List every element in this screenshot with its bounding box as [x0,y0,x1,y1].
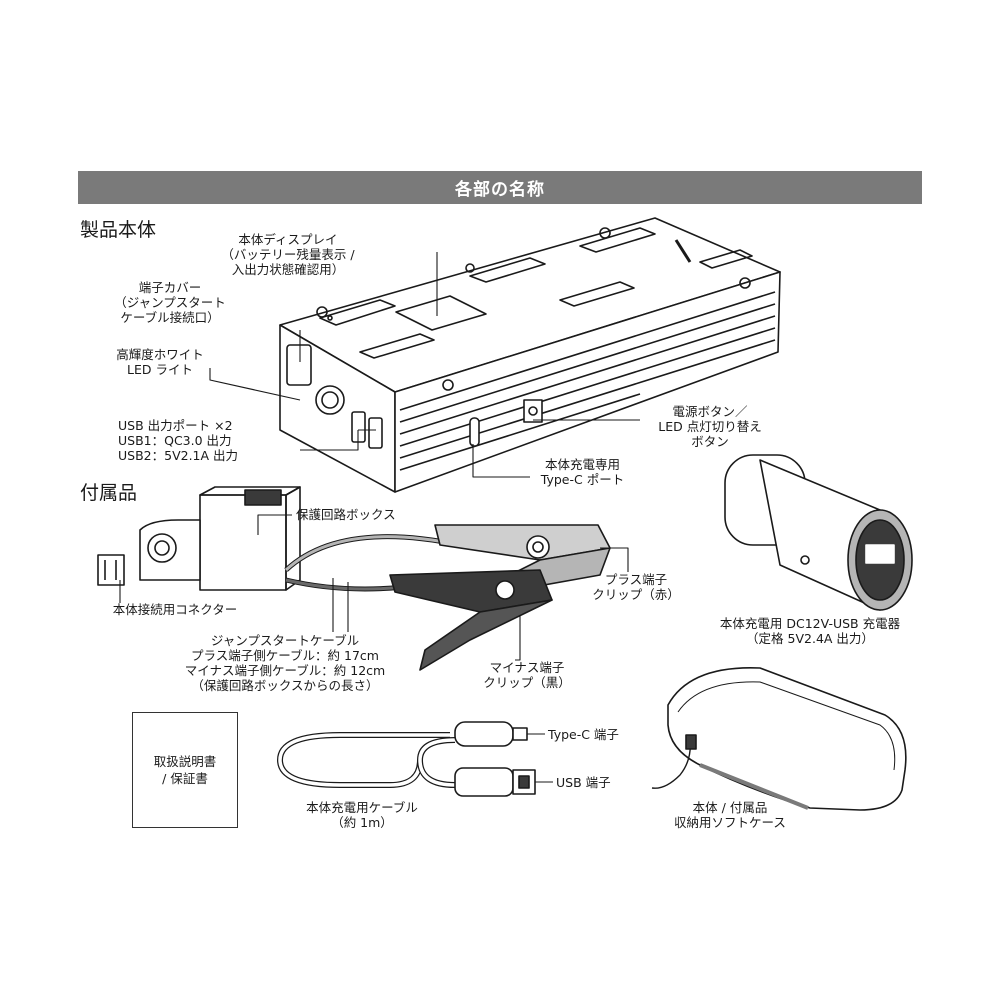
label-typec-port: 本体充電専用 Type-C ポート [540,457,625,487]
label-charge-cable: 本体充電用ケーブル （約 1m） [306,800,418,830]
label-typec-terminal: Type-C 端子 [548,727,619,742]
label-jump-cable: ジャンプスタートケーブル プラス端子側ケーブル：約 17cm マイナス端子側ケー… [184,633,386,693]
label-soft-case: 本体 / 付属品 収納用ソフトケース [674,800,786,830]
charge-cable-illustration [277,721,536,797]
label-terminal-cover: 端子カバー （ジャンプスタート ケーブル接続口） [114,280,226,325]
header-title: 各部の名称 [455,180,545,200]
section-title-accessories: 付属品 [80,482,138,504]
label-car-charger: 本体充電用 DC12V-USB 充電器 （定格 5V2.4A 出力） [719,616,901,646]
section-header-bar: 各部の名称 [78,171,922,204]
label-display: 本体ディスプレイ （バッテリー残量表示 / 入出力状態確認用） [221,232,355,277]
minus-clip-illustration [389,569,553,671]
label-protection-box: 保護回路ボックス [296,507,396,522]
label-usb-terminal: USB 端子 [556,775,611,790]
protection-box-illustration [97,486,301,591]
label-plus-clip: プラス端子 クリップ（赤） [592,572,680,602]
label-led-light: 高輝度ホワイト LED ライト [116,347,204,377]
label-minus-clip: マイナス端子 クリップ（黒） [483,660,571,690]
label-connector: 本体接続用コネクター [112,602,238,617]
car-charger-illustration [724,454,913,611]
section-title-main-unit: 製品本体 [80,219,157,241]
manual-warranty-box: 取扱説明書 / 保証書 [132,712,238,828]
label-usb-ports: USB 出力ポート ×2 USB1：QC3.0 出力 USB2：5V2.1A 出… [118,418,239,463]
main-unit-illustration [279,217,781,493]
soft-case-illustration [651,667,907,811]
label-power-button: 電源ボタン／ LED 点灯切り替え ボタン [658,404,762,449]
